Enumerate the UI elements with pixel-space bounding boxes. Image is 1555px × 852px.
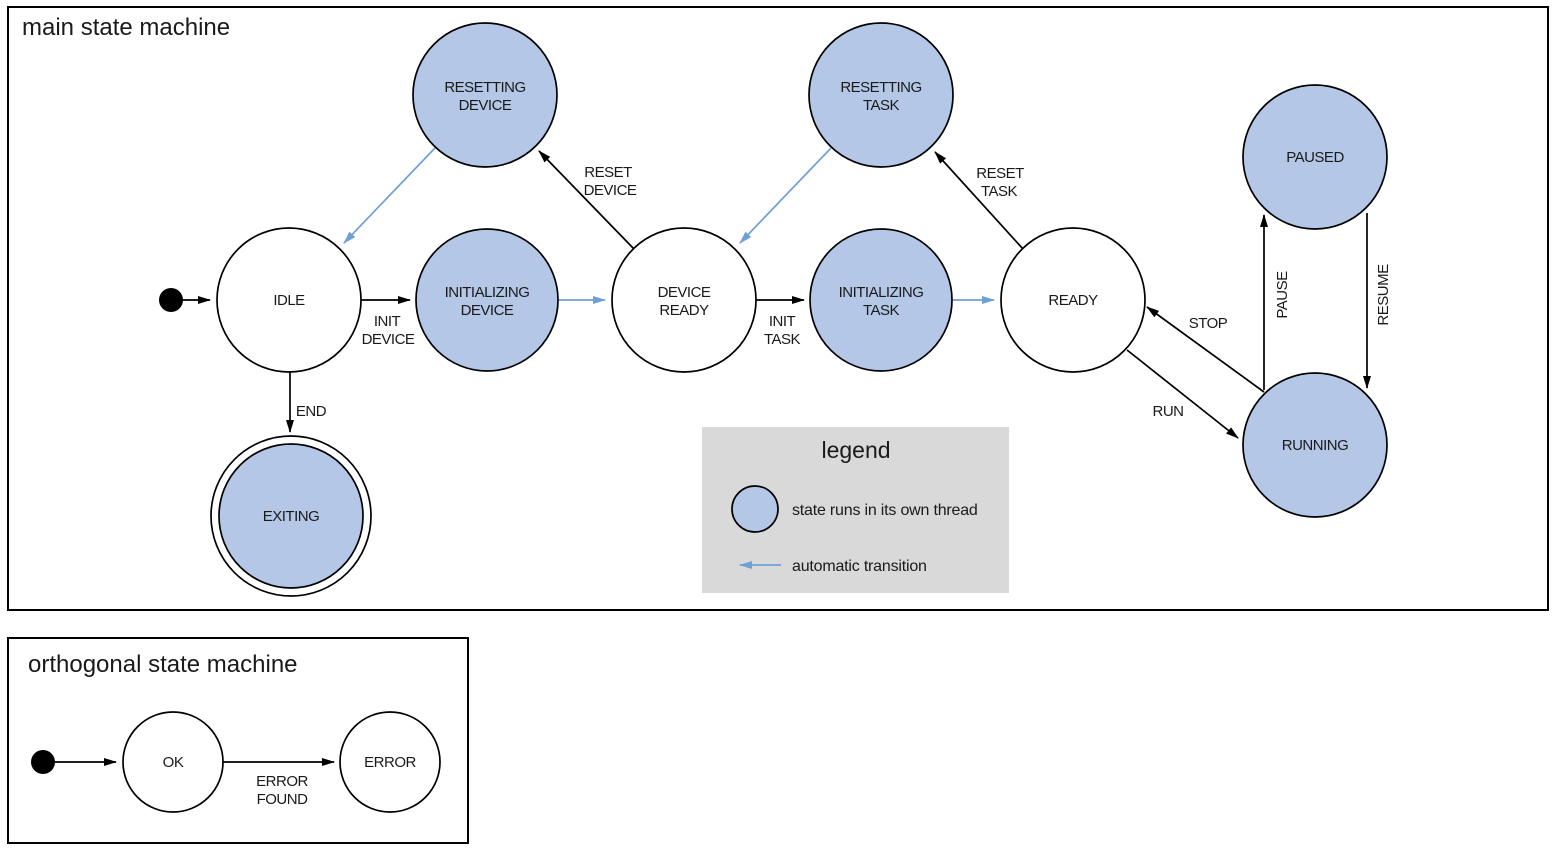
transition-label-stop: STOP — [1189, 315, 1228, 332]
state-label-initializing-device-line2: DEVICE — [461, 302, 514, 319]
state-label-device-ready-line1: DEVICE — [658, 284, 711, 301]
state-label-resetting-task-line2: TASK — [863, 97, 900, 114]
transition-label-reset-device-line2: DEVICE — [584, 182, 637, 199]
state-exiting — [218, 443, 364, 589]
transition-label-pause: PAUSE — [1274, 271, 1291, 319]
legend-auto-label: automatic transition — [792, 558, 927, 575]
state-paused — [1242, 84, 1388, 230]
state-label-initializing-task-line1: INITIALIZING — [839, 284, 924, 301]
transition-ready-to-resetting-task — [934, 151, 1024, 250]
transition-label-reset-task-line1: RESET — [976, 165, 1024, 182]
transition-label-resume: RESUME — [1375, 264, 1392, 326]
state-resetting-task — [808, 22, 954, 168]
state-label-initializing-task-line2: TASK — [863, 302, 900, 319]
state-initializing-task — [809, 228, 953, 372]
transition-label-init-device-line1: INIT — [374, 313, 401, 330]
state-label-device-ready-line2: READY — [659, 302, 709, 319]
orthogonal-state-machine: orthogonal state machine ERROR FOUND OK … — [7, 637, 469, 844]
transition-label-init-device-line2: DEVICE — [362, 331, 415, 348]
state-ok — [122, 711, 224, 813]
state-resetting-device — [412, 22, 558, 168]
auto-transition-resetting-task-to-device-ready — [739, 147, 832, 244]
legend-title: legend — [821, 437, 890, 463]
transition-label-run: RUN — [1153, 403, 1184, 420]
state-label-resetting-task-line1: RESETTING — [840, 79, 921, 96]
legend-threaded-label: state runs in its own thread — [792, 502, 978, 519]
state-label-idle: IDLE — [273, 292, 305, 309]
state-error — [339, 711, 441, 813]
state-idle — [216, 227, 362, 373]
transition-label-error-found-line2: FOUND — [257, 791, 308, 808]
state-label-ok: OK — [163, 754, 184, 771]
state-label-resetting-device-line2: DEVICE — [459, 97, 512, 114]
transition-label-reset-task-line2: TASK — [981, 183, 1018, 200]
state-label-resetting-device-line1: RESETTING — [444, 79, 525, 96]
main-title: main state machine — [22, 14, 230, 41]
transition-label-error-found-line1: ERROR — [256, 773, 308, 790]
state-label-running: RUNNING — [1282, 437, 1349, 454]
state-label-initializing-device-line1: INITIALIZING — [445, 284, 530, 301]
state-label-paused: PAUSED — [1286, 149, 1344, 166]
transition-device-ready-to-resetting-device — [538, 150, 635, 250]
transition-running-to-ready — [1146, 306, 1265, 393]
state-device-ready — [611, 227, 757, 373]
transition-ready-to-running — [1126, 349, 1239, 439]
transition-label-init-task-line1: INIT — [769, 313, 796, 330]
state-label-error: ERROR — [364, 754, 416, 771]
transition-label-reset-device-line1: RESET — [584, 164, 632, 181]
transition-label-end: END — [296, 403, 327, 420]
main-state-machine: main state machine INIT DEVICE INIT TASK… — [7, 6, 1549, 611]
state-ready — [1000, 227, 1146, 373]
state-label-exiting: EXITING — [263, 508, 320, 525]
initial-state-dot-orthogonal — [31, 750, 55, 774]
legend-threaded-state-icon — [731, 485, 779, 533]
orthogonal-title: orthogonal state machine — [28, 651, 298, 678]
initial-state-dot — [159, 288, 183, 312]
state-label-ready: READY — [1048, 292, 1098, 309]
auto-transition-resetting-device-to-idle — [343, 147, 436, 244]
state-running — [1242, 372, 1388, 518]
legend: legend state runs in its own thread auto… — [702, 427, 1009, 593]
state-initializing-device — [415, 228, 559, 372]
transition-label-init-task-line2: TASK — [764, 331, 801, 348]
